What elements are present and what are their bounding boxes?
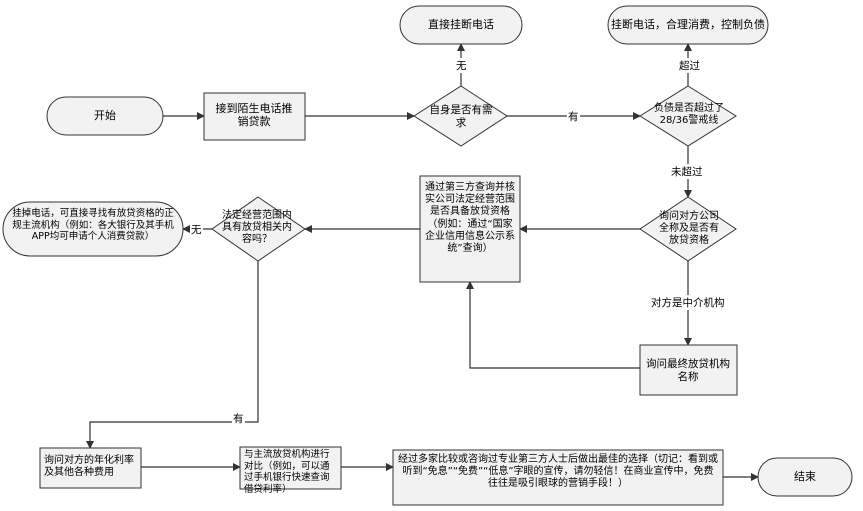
ask-company-shape — [639, 196, 737, 262]
compare-node: 与主流放贷机构进行对比（例如，可以通过手机银行快速查询借贷利率） — [244, 449, 330, 495]
edge-label-scope-no: 无 — [190, 222, 203, 237]
edge-final-to-verify — [466, 281, 640, 369]
need-shape — [413, 85, 508, 147]
edge-label-need-no: 无 — [455, 58, 468, 73]
processes — [39, 92, 738, 506]
edge-label-intermediary: 对方是中介机构 — [650, 295, 726, 310]
verify-node: 通过第三方查询并核实公司法定经营范围是否具备放贷资格（例如：通过“国家企业信用信… — [425, 182, 515, 254]
edge-label-need-yes: 有 — [567, 109, 580, 124]
terminators — [2, 5, 853, 497]
final-lender-node: 询问最终放贷机构名称 — [646, 358, 730, 383]
ask-company-question: 询问对方公司全称及是否有放贷资格 — [659, 211, 719, 247]
rate-shape — [39, 447, 142, 489]
scope-question: 法定经营范围内具有放贷相关内容吗？ — [222, 210, 292, 246]
edge-label-debt-over: 超过 — [678, 58, 701, 73]
debt-question: 负债是否超过了28/36警戒线 — [654, 103, 724, 127]
final-choice-shape — [392, 449, 724, 506]
decisions — [211, 85, 737, 262]
hangup-search-shape — [2, 201, 184, 257]
need-question: 自身是否有需求 — [429, 104, 493, 129]
end-node: 结束 — [794, 470, 816, 483]
edges — [86, 43, 759, 481]
rate-node: 询问对方的年化利率及其他各种费用 — [44, 455, 134, 479]
hangup-direct-node: 直接挂断电话 — [428, 18, 494, 31]
debt-shape — [639, 85, 737, 147]
hangup-direct-shape — [399, 5, 523, 45]
hangup-control-shape — [607, 5, 769, 45]
compare-shape — [239, 446, 342, 490]
hangup-control-node: 挂断电话，合理消费，控制负债 — [611, 18, 765, 31]
edge-scope-to-rate — [86, 261, 259, 449]
final-choice-node: 经过多家比较或咨询过专业第三方人士后做出最佳的选择（切记：看到或听到“免息”“免… — [398, 454, 718, 490]
cold-call-shape — [203, 92, 306, 141]
start-shape — [46, 96, 164, 136]
scope-shape — [211, 196, 306, 262]
verify-shape — [419, 175, 521, 283]
start-node: 开始 — [94, 109, 116, 122]
hangup-search-node: 挂掉电话，可直接寻找有放贷资格的正规主流机构（例如：各大银行及其手机APP均可申… — [12, 208, 174, 243]
end-shape — [757, 457, 853, 497]
final-lender-shape — [639, 344, 738, 396]
edge-label-debt-not-over: 未超过 — [670, 164, 704, 179]
edge-label-scope-yes: 有 — [232, 411, 245, 426]
cold-call-node: 接到陌生电话推销贷款 — [215, 102, 293, 129]
